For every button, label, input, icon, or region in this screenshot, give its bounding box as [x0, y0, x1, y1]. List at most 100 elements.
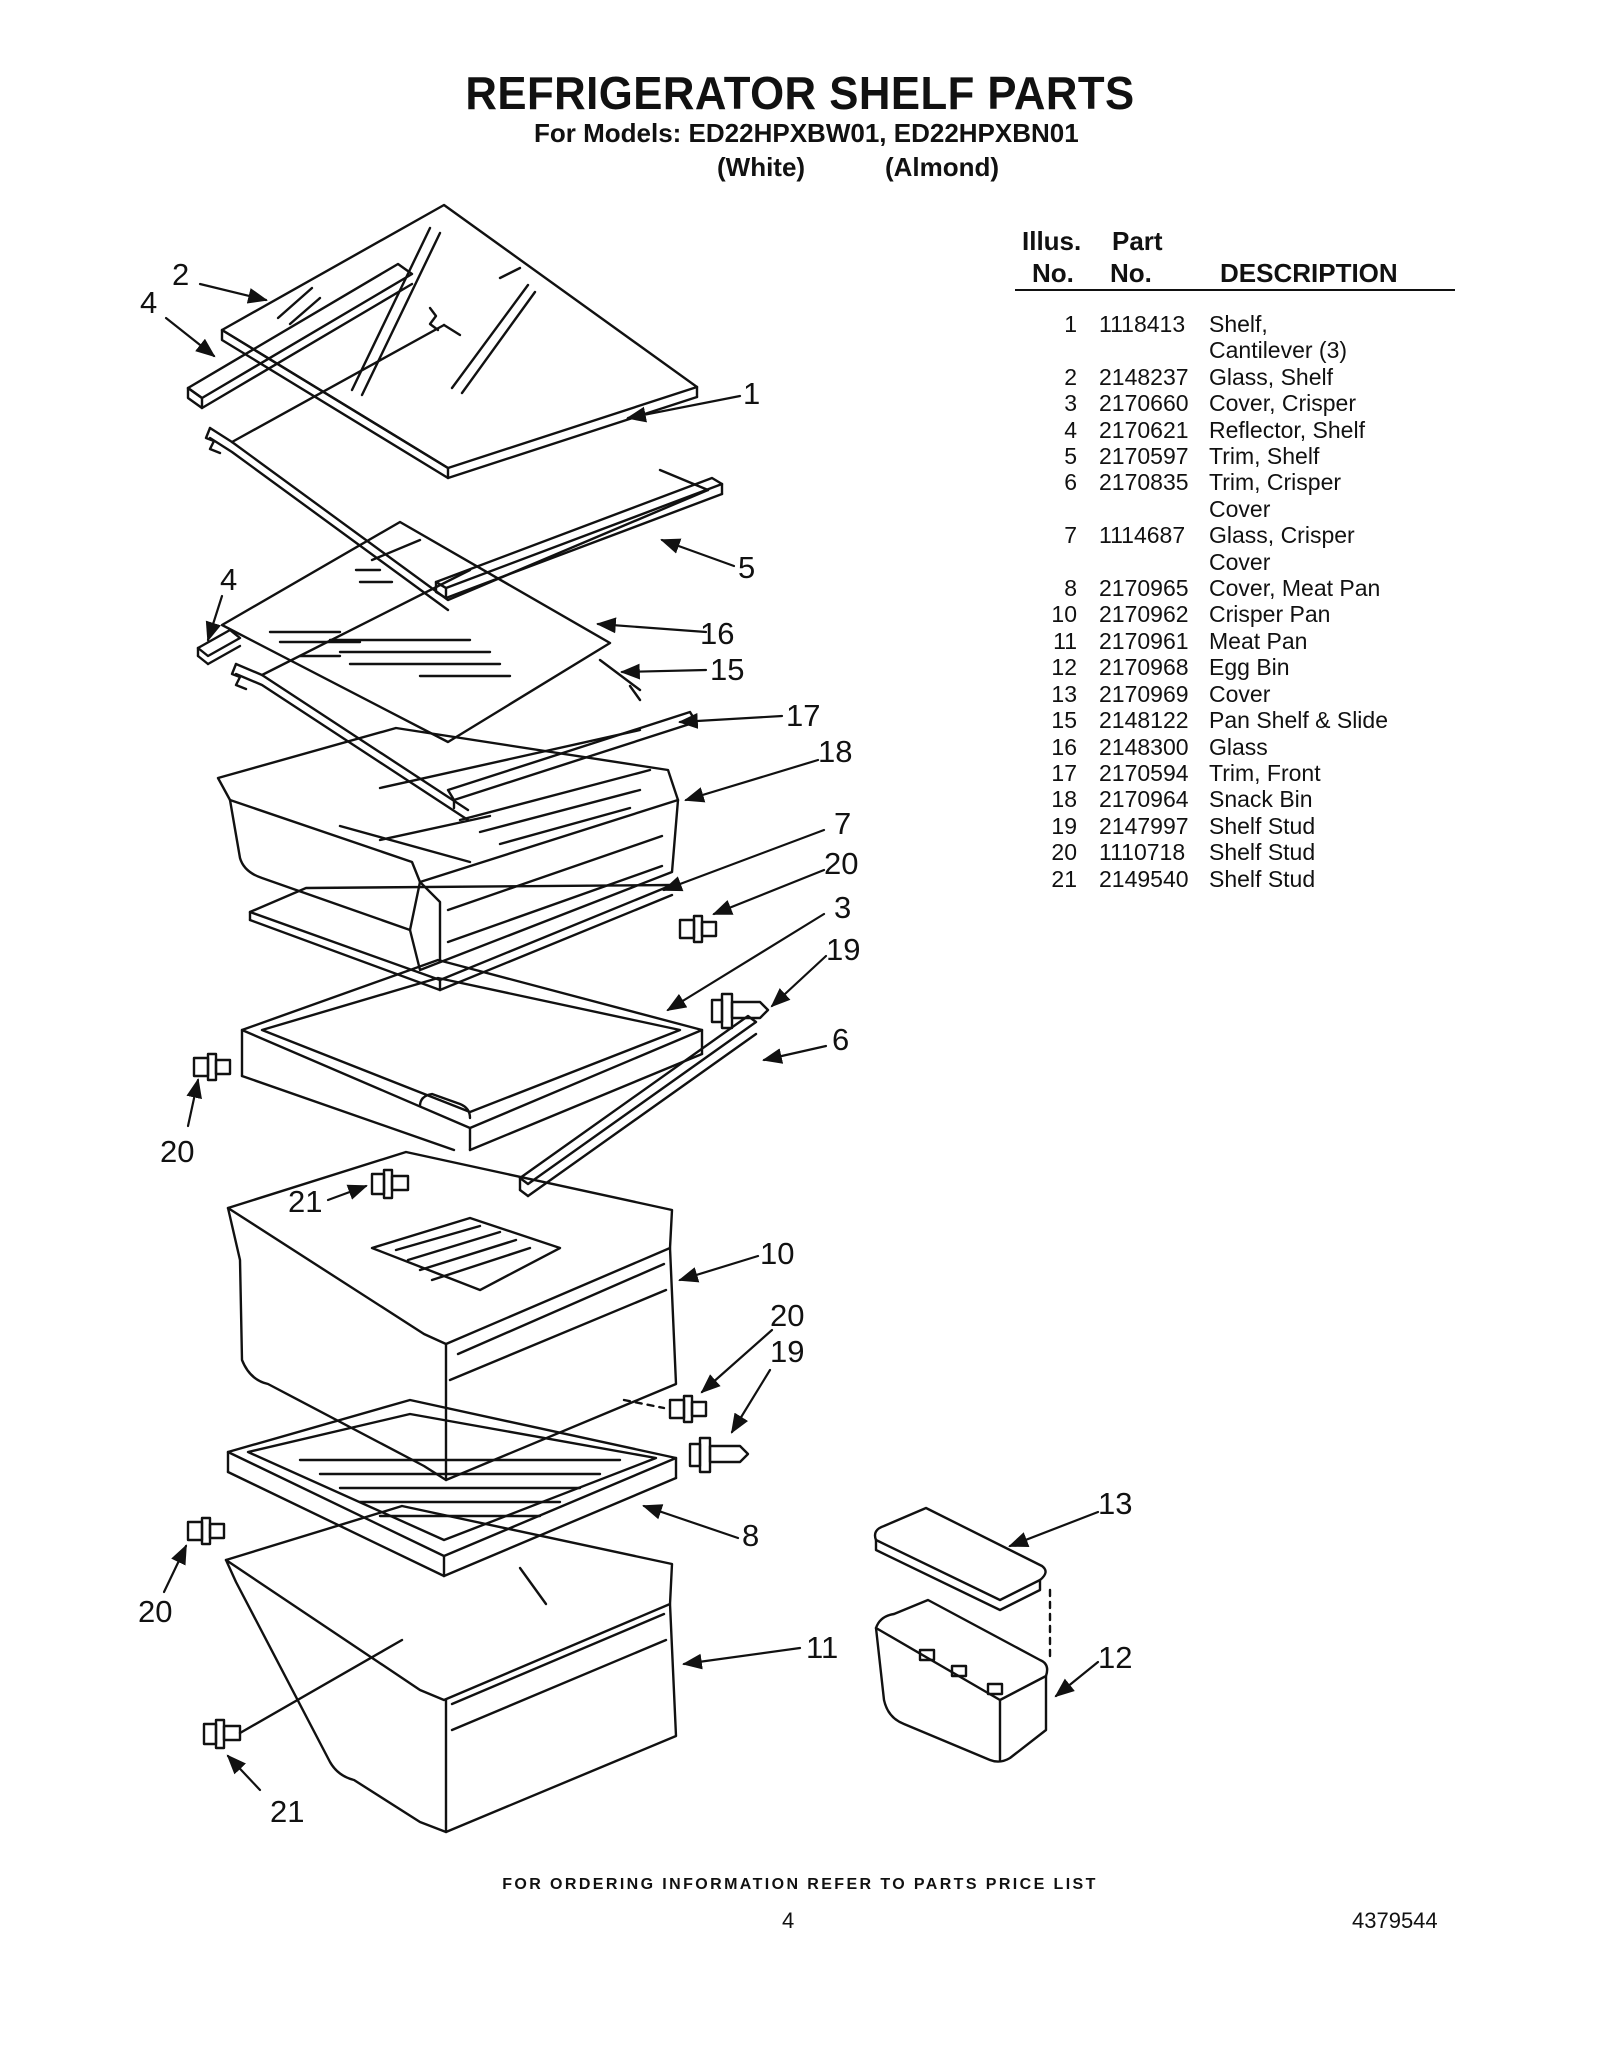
part-description: Cover, Crisper [1209, 390, 1356, 417]
part-number: 2170962 [1099, 601, 1189, 628]
part-number: 1110718 [1099, 839, 1186, 866]
part-number: 2170968 [1099, 654, 1189, 681]
shelf-glass-part [220, 203, 699, 480]
callout-21-mid: 21 [288, 1184, 322, 1219]
part-description-continued: Cover [1209, 495, 1271, 522]
part-description: Trim, Shelf [1209, 443, 1320, 470]
part-number: 1114687 [1099, 522, 1186, 549]
table-row: 6 2170835 Trim, Crisper [1015, 469, 1455, 495]
illus-number: 17 [1051, 759, 1077, 786]
part-description: Shelf Stud [1209, 812, 1316, 839]
part-description: Cover [1209, 680, 1271, 707]
illus-number: 3 [1064, 390, 1077, 417]
front-trim-part [446, 710, 698, 810]
page-title: REFRIGERATOR SHELF PARTS [465, 67, 1135, 119]
callout-20-left-lower: 20 [138, 1594, 172, 1629]
callout-numbers: 2 4 1 5 4 16 15 17 18 7 20 3 19 6 20 21 … [138, 257, 1132, 1829]
col-illus-line2: No. [1032, 258, 1074, 288]
table-row-continuation: Cover [1015, 549, 1455, 575]
leader-lines [162, 282, 1100, 1792]
illus-number: 15 [1051, 707, 1077, 734]
col-description: DESCRIPTION [1220, 258, 1398, 288]
part-description: Glass, Shelf [1209, 363, 1333, 390]
part-description-continued: Cover [1209, 548, 1271, 575]
shelf-stud-20-left-upper [192, 1052, 232, 1082]
part-description: Glass [1209, 733, 1268, 760]
variant-almond: (Almond) [885, 152, 1000, 182]
callout-15: 15 [710, 652, 744, 687]
illus-number: 16 [1051, 733, 1077, 760]
illus-number: 1 [1064, 311, 1077, 337]
pan-shelf-frame [230, 568, 642, 822]
part-number: 1118413 [1099, 311, 1186, 337]
illus-number: 11 [1053, 627, 1077, 654]
callout-20-upper-right: 20 [824, 846, 858, 881]
illus-number: 13 [1051, 680, 1077, 707]
part-description: Snack Bin [1209, 786, 1313, 813]
callout-19-lower: 19 [770, 1334, 804, 1369]
part-description: Cover, Meat Pan [1209, 575, 1381, 602]
part-description: Reflector, Shelf [1209, 416, 1365, 443]
shelf-frame-part [204, 306, 710, 612]
callout-12: 12 [1098, 1640, 1132, 1675]
callout-16: 16 [700, 616, 734, 651]
illus-number: 4 [1064, 416, 1077, 443]
shelf-stud-20-left-lower [186, 1516, 226, 1546]
illus-number: 20 [1051, 839, 1077, 866]
col-part-line1: Part [1112, 226, 1163, 256]
part-number: 2148122 [1099, 707, 1189, 734]
part-number: 2149540 [1099, 865, 1189, 892]
shelf-stud-19-lower-right [688, 1436, 750, 1474]
part-description: Meat Pan [1209, 627, 1308, 654]
part-number: 2147997 [1099, 812, 1189, 839]
reflector-upper [186, 262, 414, 410]
meat-pan-cover-part [226, 1398, 678, 1578]
part-number: 2170594 [1099, 759, 1189, 786]
callout-2: 2 [172, 257, 189, 292]
page-number: 4 [782, 1908, 795, 1933]
illus-number: 18 [1051, 786, 1077, 813]
callout-17: 17 [786, 698, 820, 733]
part-number: 2170961 [1099, 627, 1189, 654]
variant-white: (White) [717, 152, 806, 182]
models-line: For Models: ED22HPXBW01, ED22HPXBN01 [534, 118, 1079, 148]
part-description-continued: Cantilever (3) [1209, 337, 1348, 364]
meat-pan-part [224, 1504, 678, 1834]
illus-number: 6 [1064, 469, 1077, 496]
part-description: Pan Shelf & Slide [1209, 707, 1389, 734]
table-row: 11 2170961 Meat Pan [1015, 628, 1455, 654]
part-number: 2170835 [1099, 469, 1189, 496]
callout-8: 8 [742, 1518, 759, 1553]
callout-20-lower-right: 20 [770, 1298, 804, 1333]
crisper-cover-trim [518, 1014, 758, 1198]
part-description: Trim, Crisper [1209, 469, 1342, 496]
egg-bin-cover-part [873, 1506, 1047, 1612]
illus-number: 5 [1064, 443, 1077, 470]
reflector-lower [196, 628, 242, 666]
shelf-stud-19-upper-right [710, 992, 770, 1030]
table-row: 15 2148122 Pan Shelf & Slide [1015, 707, 1455, 733]
callout-13: 13 [1098, 1486, 1132, 1521]
crisper-cover-part [240, 958, 704, 1152]
callout-3: 3 [834, 890, 851, 925]
part-description: Egg Bin [1209, 654, 1290, 681]
pan-shelf-glass [220, 520, 612, 744]
shelf-stud-20-lower-right [622, 1394, 708, 1424]
part-number: 2170964 [1099, 786, 1189, 813]
callout-11: 11 [806, 1630, 838, 1665]
callout-19-upper: 19 [826, 932, 860, 967]
callout-7: 7 [834, 806, 851, 841]
document-number: 4379544 [1352, 1908, 1438, 1933]
